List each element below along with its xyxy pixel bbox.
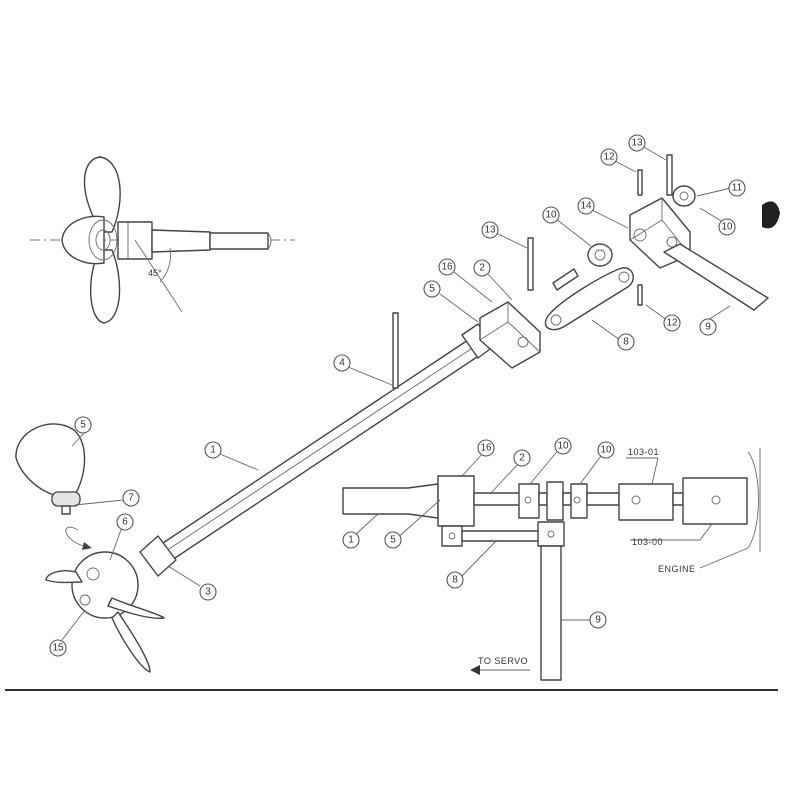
callout-12-bottom: 12 — [663, 314, 681, 332]
svg-text:2: 2 — [479, 263, 485, 274]
label-rod-a: 103-01 — [628, 447, 659, 457]
svg-text:11: 11 — [732, 183, 743, 194]
callout-13-right: 13 — [628, 134, 646, 152]
svg-text:5: 5 — [429, 284, 435, 295]
spinner-assembly — [15, 423, 165, 673]
short-rod — [552, 268, 579, 291]
svg-text:10: 10 — [721, 222, 733, 233]
callout-14: 14 — [577, 197, 595, 215]
callout-3: 3 — [199, 583, 217, 601]
callout-11: 11 — [728, 179, 746, 197]
link-arm — [544, 267, 634, 331]
svg-text:12: 12 — [603, 152, 615, 163]
vertical-pin — [392, 312, 399, 389]
svg-text:1: 1 — [348, 535, 354, 546]
callout-8-side: 8 — [446, 571, 464, 589]
callout-2-side: 2 — [513, 449, 531, 467]
callout-16-top: 16 — [438, 258, 456, 276]
pin-13-a — [527, 237, 534, 291]
callout-7: 7 — [122, 489, 140, 507]
svg-text:13: 13 — [484, 225, 496, 236]
label-rod-b: 103-00 — [632, 537, 663, 547]
main-drive-shaft — [139, 323, 495, 577]
pin-12-b — [637, 284, 643, 306]
svg-text:10: 10 — [600, 445, 612, 456]
svg-text:2: 2 — [519, 453, 525, 464]
svg-text:15: 15 — [52, 643, 64, 654]
callout-1: 1 — [204, 441, 222, 459]
callout-15: 15 — [49, 639, 67, 657]
callout-10-side-b: 10 — [597, 441, 615, 459]
ink-blot — [762, 201, 780, 229]
callout-5-spinner: 5 — [74, 416, 92, 434]
callout-9-top: 9 — [699, 318, 717, 336]
svg-text:6: 6 — [122, 517, 128, 528]
callout-5-side: 5 — [384, 531, 402, 549]
clevis-yoke — [479, 301, 541, 369]
callout-12-top: 12 — [600, 148, 618, 166]
svg-text:5: 5 — [390, 535, 396, 546]
bellcrank-bracket — [629, 197, 769, 311]
angle-label: 45° — [148, 268, 162, 278]
svg-text:16: 16 — [480, 443, 492, 454]
callout-10-top: 10 — [542, 206, 560, 224]
svg-text:8: 8 — [452, 575, 458, 586]
label-to-servo: TO SERVO — [478, 656, 528, 666]
svg-text:13: 13 — [631, 138, 643, 149]
callout-5-yoke: 5 — [423, 280, 441, 298]
svg-text:3: 3 — [205, 587, 211, 598]
callout-13-left: 13 — [481, 221, 499, 239]
svg-text:1: 1 — [210, 445, 216, 456]
label-engine: ENGINE — [658, 564, 696, 574]
svg-text:12: 12 — [666, 318, 678, 329]
svg-text:14: 14 — [580, 201, 592, 212]
callout-4: 4 — [333, 354, 351, 372]
svg-text:8: 8 — [623, 337, 629, 348]
svg-text:9: 9 — [595, 615, 601, 626]
callout-2-top: 2 — [473, 259, 491, 277]
bushing — [587, 243, 613, 267]
callout-10-side-a: 10 — [554, 437, 572, 455]
callout-6: 6 — [116, 513, 134, 531]
pin-12-a — [637, 169, 643, 196]
svg-text:5: 5 — [80, 420, 86, 431]
svg-text:10: 10 — [557, 441, 569, 452]
callout-16-side: 16 — [477, 439, 495, 457]
svg-text:4: 4 — [339, 358, 345, 369]
propeller-detail-view: 45° — [30, 156, 295, 324]
callout-1-side: 1 — [342, 531, 360, 549]
to-servo-arrow — [470, 665, 480, 675]
assembled-side-view — [342, 448, 761, 681]
callout-10-right: 10 — [718, 218, 736, 236]
svg-text:10: 10 — [545, 210, 557, 221]
callout-8-top: 8 — [617, 333, 635, 351]
bushing-small — [672, 185, 696, 207]
svg-text:7: 7 — [128, 493, 134, 504]
svg-text:9: 9 — [705, 322, 711, 333]
pin-13-b — [666, 154, 673, 196]
callout-9-side: 9 — [589, 611, 607, 629]
svg-text:16: 16 — [441, 262, 453, 273]
